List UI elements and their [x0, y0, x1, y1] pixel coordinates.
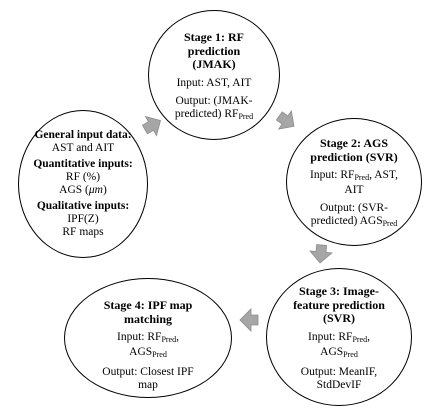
stage3-input-line1: Input: RFPred, — [308, 330, 370, 344]
arrow-stage1-to-stage2 — [275, 109, 295, 130]
stage1-node: Stage 1: RF prediction (JMAK) Input: AST… — [148, 10, 280, 140]
qualitative-inputs-heading: Qualitative inputs: — [36, 200, 130, 212]
stage3-output-line2: StdDevIF — [316, 378, 362, 391]
stage3-title-line1: Stage 3: Image- — [299, 284, 379, 298]
stage4-output-line1: Output: Closest IPF — [102, 366, 194, 378]
arrow-stage2-to-stage3 — [309, 244, 333, 264]
qualitative-input-rf-maps: RF maps — [62, 226, 104, 238]
stage2-title-line2: prediction (SVR) — [310, 149, 398, 164]
stage4-input-line2: AGSPred — [129, 346, 167, 359]
general-input-value: AST and AIT — [51, 142, 115, 154]
stage2-title-line1: Stage 2: AGS — [319, 136, 388, 150]
stage1-title-line1: Stage 1: RF — [184, 30, 244, 44]
stage4-title-line2: matching — [124, 311, 172, 326]
stage4-title-line1: Stage 4: IPF map — [103, 298, 193, 312]
stage1-input: Input: AST, AIT — [176, 76, 252, 89]
stage1-output-line1: Output: (JMAK- — [175, 94, 253, 107]
stage2-node: Stage 2: AGS prediction (SVR) Input: RFP… — [286, 118, 422, 246]
stage1-title-line3: (JMAK) — [192, 57, 236, 71]
stage2-input-line1: Input: RFPred, AST, — [310, 169, 398, 182]
input-data-node: General input data: AST and AIT Quantita… — [18, 110, 148, 258]
stage1-title-line2: prediction — [187, 43, 241, 58]
qualitative-input-ipf: IPF(Z) — [67, 213, 99, 225]
quantitative-inputs-heading: Quantitative inputs: — [33, 158, 133, 170]
stage4-output-line2: map — [138, 379, 158, 391]
stage2-output-line2: predicted) AGSPred — [310, 215, 398, 228]
stage1-output-line2: predicted) RFPred — [174, 107, 254, 121]
arrow-input-to-stage1 — [141, 115, 162, 137]
stage3-output-line1: Output: MeanIF, — [300, 365, 378, 378]
quantitative-input-rf: RF (%) — [65, 171, 101, 183]
arrow-stage3-to-stage4 — [239, 308, 259, 332]
stage4-node: Stage 4: IPF map matching Input: RFPred,… — [64, 278, 232, 398]
stage4-input-line1: Input: RFPred, — [117, 331, 179, 344]
stage3-title-line2: feature prediction — [293, 297, 385, 312]
general-input-heading: General input data: — [34, 129, 132, 141]
stage2-input-line2: AIT — [344, 184, 364, 196]
quantitative-input-ags: AGS (μm) — [59, 184, 107, 196]
stage3-title-line3: (SVR) — [323, 311, 355, 325]
stage3-node: Stage 3: Image- feature prediction (SVR)… — [266, 268, 412, 406]
stage3-input-line2: AGSPred — [320, 345, 358, 359]
stage2-output-line1: Output: (SVR- — [319, 202, 389, 214]
